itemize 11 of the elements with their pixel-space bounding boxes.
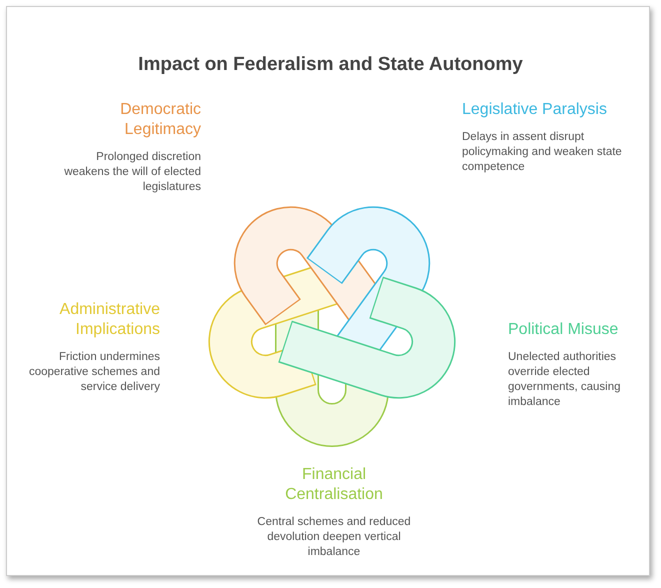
heading-text: Democratic Legitimacy	[119, 100, 201, 140]
heading-text: Legislative Paralysis	[462, 100, 608, 120]
description-text: Prolonged discretion weakens the will of elected legislatures	[63, 150, 201, 195]
description-text: Delays in assent disrupt policymaking and weaken state competence	[462, 130, 622, 175]
heading-text: Political Misuse	[508, 320, 620, 340]
description-text: Friction undermines cooperative schemes and service delivery	[28, 350, 160, 395]
heading-text: Administrative Implications	[58, 300, 160, 340]
heading-text: Financial Centralisation	[284, 465, 384, 505]
description-text: Central schemes and reduced devolution deepen vertical imbalance	[256, 515, 412, 560]
diagram-title: Impact on Federalism and State Autonomy	[137, 54, 524, 76]
description-text: Unelected authorities override elected governments, causing imbalance	[508, 350, 622, 410]
